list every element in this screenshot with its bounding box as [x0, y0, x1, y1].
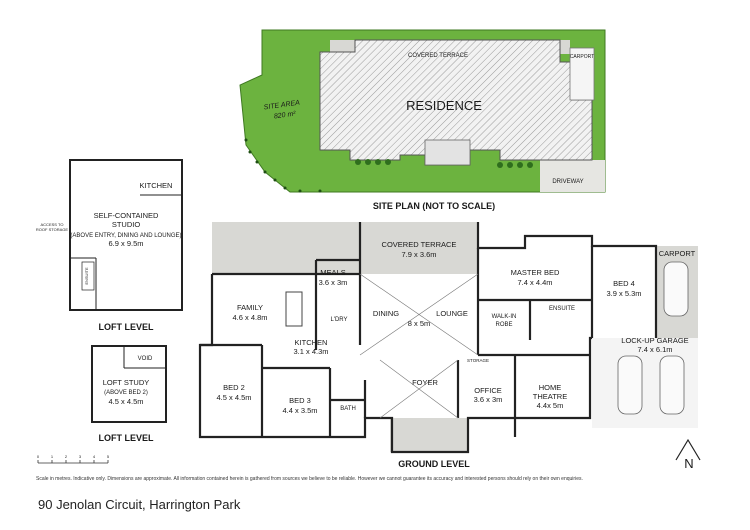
- bed2-name: BED 2: [223, 383, 245, 392]
- site-plan: RESIDENCE COVERED TERRACE CARPORT DRIVEW…: [239, 29, 606, 211]
- car-garage-2: [659, 355, 685, 415]
- roof-access-1: ACCESS TO: [41, 222, 64, 227]
- loft-level-label-1: LOFT LEVEL: [99, 322, 155, 332]
- bed4-size: 3.9 x 5.3m: [606, 289, 641, 298]
- foyer-label: FOYER: [412, 378, 438, 387]
- loft-studio-plan: [69, 159, 183, 311]
- terrace-size: 7.9 x 3.6m: [401, 250, 436, 259]
- meals-size: 3.6 x 3m: [319, 278, 348, 287]
- residence-label: RESIDENCE: [406, 98, 482, 113]
- laundry-label: L'DRY: [330, 317, 347, 323]
- scale-2: 2: [65, 454, 68, 459]
- dining-label: DINING: [373, 309, 399, 318]
- studio-note: (ABOVE ENTRY, DINING AND LOUNGE): [70, 233, 181, 239]
- dining-lounge-size: 8 x 5m: [408, 319, 431, 328]
- loft-study-note: (ABOVE BED 2): [104, 390, 148, 396]
- family-size: 4.6 x 4.8m: [232, 313, 267, 322]
- lounge-label: LOUNGE: [436, 309, 468, 318]
- void-label: VOID: [138, 356, 153, 362]
- scale-3: 3: [79, 454, 82, 459]
- theatre-name: HOME: [539, 383, 562, 392]
- car-garage-1: [617, 355, 643, 415]
- car-carport: [663, 261, 689, 317]
- ground-plan: [198, 222, 698, 454]
- scale-0: 0: [37, 454, 40, 459]
- ground-level-label: GROUND LEVEL: [398, 459, 470, 469]
- rear-terrace-left: [212, 222, 360, 274]
- loft-level-label-2: LOFT LEVEL: [99, 433, 155, 443]
- meals-name: MEALS: [320, 268, 345, 277]
- address: 90 Jenolan Circuit, Harrington Park: [38, 497, 241, 512]
- wir-label-1: WALK-IN: [492, 314, 517, 320]
- north-label: N: [684, 456, 693, 471]
- driveway-label: DRIVEWAY: [552, 179, 583, 185]
- ensuite-label: ENSUITE: [549, 306, 575, 312]
- entry-porch: [390, 418, 468, 452]
- scale-bar: 0 1 2 3 4 5: [37, 454, 110, 464]
- wir-label-2: ROBE: [495, 322, 512, 328]
- scale-4: 4: [93, 454, 96, 459]
- studio-ensuite-label: ENSUITE: [84, 267, 89, 285]
- studio-title-1: SELF-CONTAINED: [94, 211, 159, 220]
- storage-label: STORAGE: [467, 358, 489, 363]
- office-size: 3.6 x 3m: [474, 395, 503, 404]
- kitchen-island: [285, 291, 303, 327]
- carport-outline: [569, 47, 595, 101]
- entry-portico: [424, 139, 471, 166]
- site-carport-label: CARPORT: [570, 54, 594, 60]
- kitchen-name: KITCHEN: [295, 338, 328, 347]
- office-name: OFFICE: [474, 386, 502, 395]
- bed4-name: BED 4: [613, 279, 635, 288]
- scale-5: 5: [107, 454, 110, 459]
- loft-study-title: LOFT STUDY: [103, 378, 150, 387]
- garage-name: LOCK-UP GARAGE: [621, 336, 688, 345]
- site-covered-terrace-label: COVERED TERRACE: [408, 53, 468, 59]
- roof-access-2: ROOF STORAGE: [36, 227, 68, 232]
- garage-size: 7.4 x 6.1m: [637, 345, 672, 354]
- master-bed-size: 7.4 x 4.4m: [517, 278, 552, 287]
- theatre-name-2: THEATRE: [533, 392, 567, 401]
- bath-label: BATH: [340, 406, 356, 412]
- scale-1: 1: [51, 454, 54, 459]
- studio-size: 6.9 x 9.5m: [108, 239, 143, 248]
- kitchen-size: 3.1 x 4.3m: [293, 347, 328, 356]
- bed3-size: 4.4 x 3.5m: [282, 406, 317, 415]
- studio-kitchen-label: KITCHEN: [140, 181, 173, 190]
- theatre-size: 4.4x 5m: [537, 401, 564, 410]
- family-name: FAMILY: [237, 303, 263, 312]
- covered-terrace-area: [360, 222, 478, 274]
- boundary-dots: [244, 138, 322, 193]
- bed3-name: BED 3: [289, 396, 311, 405]
- bed2-size: 4.5 x 4.5m: [216, 393, 251, 402]
- hedge: [355, 159, 533, 168]
- terrace-name: COVERED TERRACE: [382, 240, 457, 249]
- site-area-value: 820 m²: [274, 110, 297, 120]
- north-arrow-icon: N: [675, 438, 701, 471]
- loft-study-size: 4.5 x 4.5m: [108, 397, 143, 406]
- carport-label: CARPORT: [659, 249, 696, 258]
- loft-study-plan: [91, 345, 167, 423]
- disclaimer: Scale in metres. Indicative only. Dimens…: [36, 476, 583, 482]
- master-bed-name: MASTER BED: [511, 268, 560, 277]
- site-plan-title: SITE PLAN (NOT TO SCALE): [373, 201, 495, 211]
- studio-title-2: STUDIO: [112, 220, 141, 229]
